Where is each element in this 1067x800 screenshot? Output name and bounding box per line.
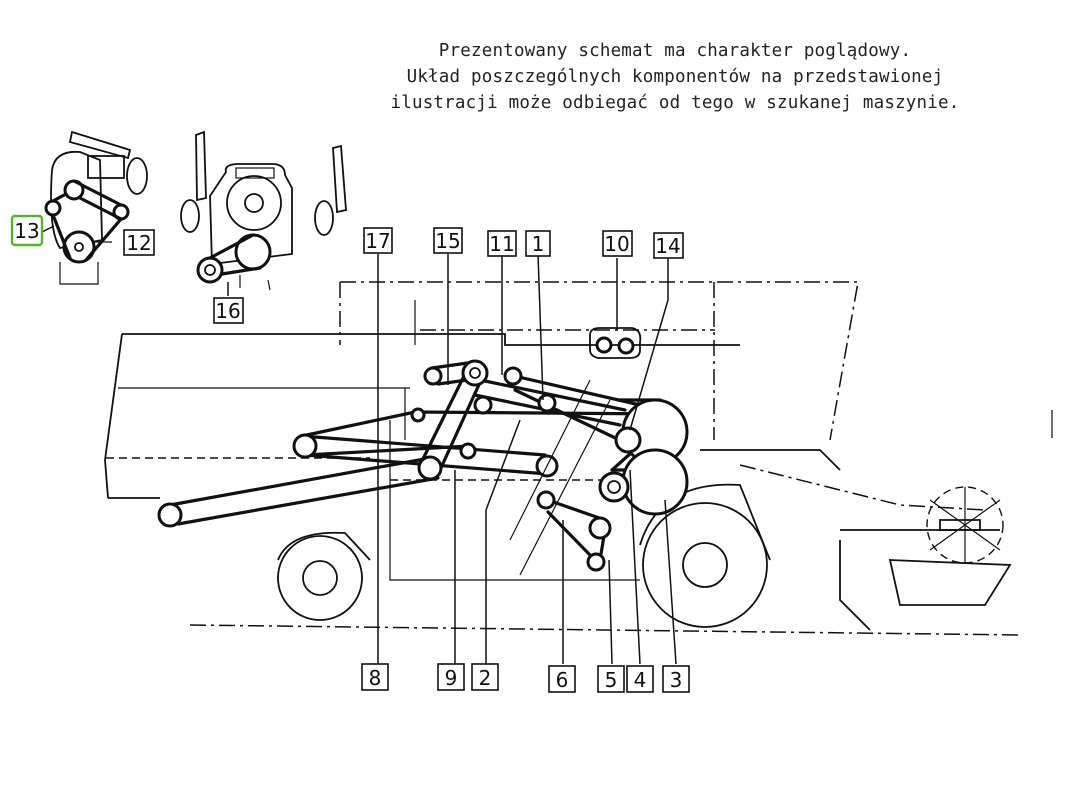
engine-detail-left [44,130,148,285]
svg-text:8: 8 [369,666,382,690]
svg-text:10: 10 [604,232,629,256]
label-6: 6 [548,665,576,693]
disclaimer-note: Prezentowany schemat ma charakter pogląd… [330,38,1020,116]
label-1: 1 [525,230,551,257]
svg-text:2: 2 [479,666,492,690]
label-5: 5 [597,665,625,693]
svg-text:6: 6 [556,668,569,692]
label-17: 17 [363,227,393,254]
belt-system [157,327,689,576]
svg-text:17: 17 [365,229,390,253]
engine-detail-middle [180,130,347,291]
svg-text:1: 1 [532,232,545,256]
label-16: 16 [213,297,244,324]
label-14: 14 [653,232,684,259]
disclaimer-line-1: Prezentowany schemat ma charakter pogląd… [438,41,912,61]
label-12: 12 [123,229,155,256]
svg-text:13: 13 [14,219,39,243]
svg-text:3: 3 [670,668,683,692]
leader-lines [41,225,677,665]
label-2: 2 [471,663,499,691]
disclaimer-line-3: ilustracji może odbiegać od tego w szuka… [390,93,960,113]
svg-text:12: 12 [126,231,151,255]
part-labels: 17 15 11 1 10 14 13 12 [10,214,690,693]
svg-text:11: 11 [489,232,514,256]
svg-text:16: 16 [215,299,240,323]
disclaimer-line-2: Układ poszczególnych komponentów na prze… [406,67,944,87]
label-8: 8 [361,663,389,691]
label-15: 15 [433,227,463,254]
svg-text:9: 9 [445,666,458,690]
combine-outline [104,281,1053,636]
label-9: 9 [437,663,465,691]
label-10: 10 [602,230,633,257]
label-11: 11 [487,230,517,257]
label-4: 4 [626,665,654,693]
svg-text:5: 5 [605,668,618,692]
label-13: 13 [10,214,44,247]
label-3: 3 [662,665,690,693]
svg-text:14: 14 [655,234,680,258]
svg-text:15: 15 [435,229,460,253]
svg-text:4: 4 [634,668,647,692]
